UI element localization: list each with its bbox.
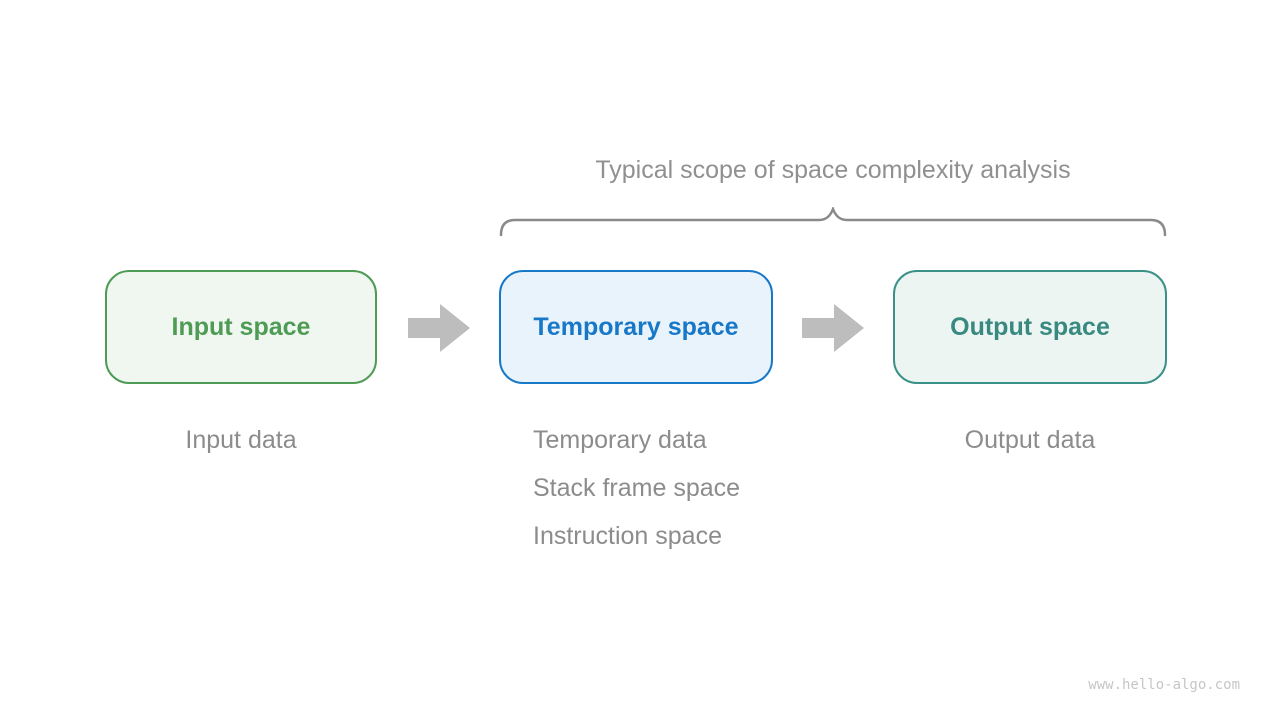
output-space-label: Output space bbox=[950, 312, 1110, 341]
input-space-notes: Input data bbox=[105, 416, 377, 464]
note-line: Output data bbox=[964, 426, 1096, 454]
curly-brace bbox=[499, 207, 1167, 237]
note-line: Input data bbox=[185, 426, 297, 454]
temporary-space-label: Temporary space bbox=[533, 312, 739, 341]
scope-annotation-title: Typical scope of space complexity analys… bbox=[595, 156, 1071, 184]
right-arrow-icon bbox=[408, 304, 470, 352]
note-line: Stack frame space bbox=[533, 474, 741, 502]
temporary-space-notes: Temporary data Stack frame space Instruc… bbox=[533, 416, 740, 560]
input-space-label: Input space bbox=[171, 312, 311, 341]
right-arrow-icon bbox=[802, 304, 864, 352]
watermark-url: www.hello-algo.com bbox=[1088, 677, 1240, 693]
note-line: Temporary data bbox=[533, 426, 707, 454]
output-space-notes: Output data bbox=[893, 416, 1167, 464]
temporary-space-box: Temporary space bbox=[499, 270, 773, 384]
output-space-box: Output space bbox=[893, 270, 1167, 384]
input-space-box: Input space bbox=[105, 270, 377, 384]
note-line: Instruction space bbox=[533, 522, 722, 550]
